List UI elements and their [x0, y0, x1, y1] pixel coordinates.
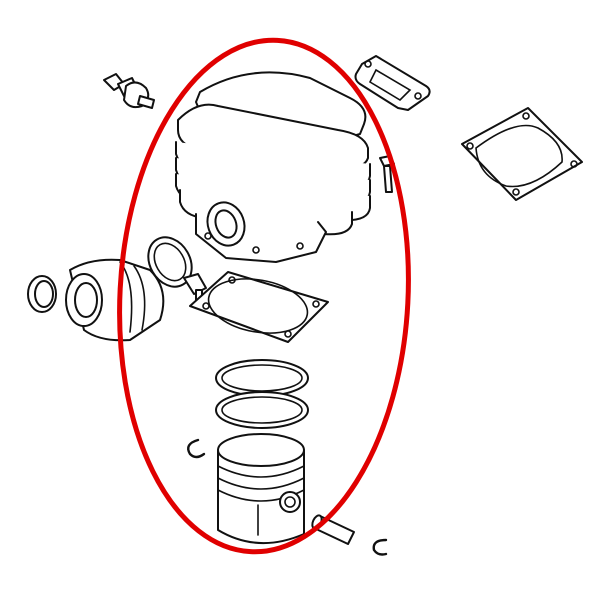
- intake-ring-icon: [27, 275, 57, 313]
- decompression-valve-icon: [103, 73, 155, 109]
- cylinder-icon: [175, 71, 371, 263]
- highlight-ellipse: [117, 37, 411, 555]
- muffler-gasket-icon: [461, 107, 583, 201]
- intake-manifold-icon: [65, 258, 165, 342]
- circlip-icon: [187, 438, 388, 556]
- piston-icon: [217, 433, 305, 544]
- exhaust-gasket-icon: [354, 55, 431, 111]
- piston-rings-icon: [215, 359, 309, 429]
- cylinder-base-gasket-icon: [189, 271, 329, 343]
